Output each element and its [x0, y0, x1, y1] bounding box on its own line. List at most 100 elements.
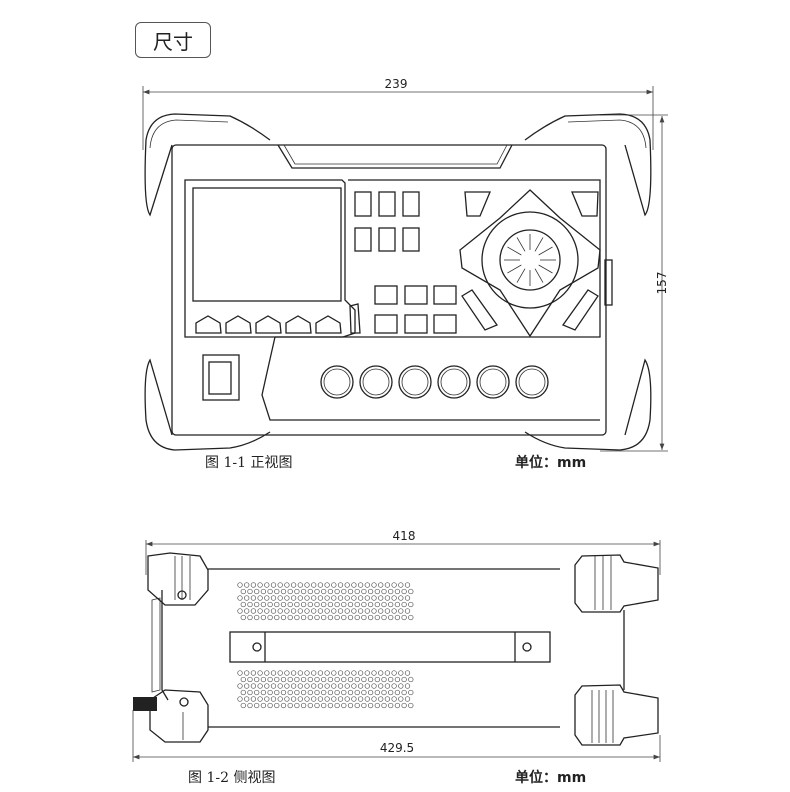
vent-hole	[237, 670, 243, 676]
vent-hole	[244, 608, 250, 614]
vent-hole	[381, 676, 387, 683]
rear-foot-bottom	[574, 684, 659, 746]
vent-hole	[254, 614, 260, 621]
vent-hole	[367, 676, 374, 683]
vent-hole	[300, 601, 307, 608]
vent-hole	[344, 595, 350, 601]
output-panel	[261, 336, 600, 421]
top-handle	[277, 144, 513, 169]
knob-tick	[516, 268, 526, 283]
vent-hole	[324, 608, 330, 614]
vent-hole	[244, 683, 250, 689]
rotary-knob[interactable]	[499, 229, 561, 291]
vent-hole	[267, 614, 273, 621]
vent-hole	[331, 696, 337, 702]
vent-hole	[357, 683, 364, 689]
vent-hole	[404, 582, 411, 588]
vent-hole	[300, 689, 307, 696]
vent-hole	[347, 601, 354, 608]
vent-hole	[290, 582, 297, 588]
bumper-top-right	[524, 113, 652, 217]
ventilation-holes	[237, 582, 414, 709]
vent-hole	[240, 702, 246, 709]
vent-hole	[267, 588, 273, 595]
vent-hole	[250, 608, 257, 614]
vent-hole	[264, 683, 270, 689]
vent-hole	[304, 670, 310, 676]
vent-hole	[254, 702, 260, 709]
vent-hole	[247, 676, 253, 683]
bumper-bottom-right	[524, 358, 652, 451]
screw-icon	[252, 642, 262, 652]
vent-hole	[314, 689, 320, 696]
softkeys	[195, 315, 342, 334]
side-view-unit: 单位：mm	[515, 769, 586, 786]
vent-hole	[297, 582, 303, 588]
front-bumper-top	[147, 552, 209, 606]
vent-hole	[317, 595, 324, 601]
vent-hole	[307, 601, 313, 608]
vent-hole	[294, 689, 300, 696]
vent-hole	[240, 614, 246, 621]
vent-hole	[408, 588, 414, 595]
knob-tick	[538, 264, 553, 274]
vent-hole	[240, 601, 246, 608]
vent-hole	[354, 588, 360, 595]
front-bumper-bottom	[149, 689, 209, 743]
vent-hole	[311, 683, 317, 689]
vent-hole	[287, 588, 293, 595]
vent-hole	[237, 696, 243, 702]
vent-hole	[378, 582, 384, 588]
vent-hole	[401, 702, 407, 709]
vent-hole	[264, 670, 270, 676]
vent-hole	[240, 676, 246, 683]
vent-hole	[250, 670, 257, 676]
vent-hole	[384, 696, 391, 702]
vent-hole	[398, 608, 404, 614]
vent-hole	[267, 702, 273, 709]
vent-hole	[391, 670, 397, 676]
vent-hole	[250, 582, 257, 588]
power-cord	[133, 697, 157, 711]
vent-hole	[334, 588, 340, 595]
vent-hole	[290, 608, 297, 614]
width-dimension-label: 239	[385, 77, 408, 91]
vent-hole	[378, 608, 384, 614]
vent-hole	[364, 582, 370, 588]
vent-hole	[294, 702, 300, 709]
vent-hole	[304, 582, 310, 588]
vent-hole	[381, 614, 387, 621]
vent-hole	[284, 696, 290, 702]
vent-hole	[391, 696, 397, 702]
vent-hole	[374, 702, 380, 709]
knob-tick	[516, 237, 526, 252]
vent-hole	[247, 614, 253, 621]
vent-hole	[374, 614, 380, 621]
screw-icon	[522, 642, 532, 652]
vent-hole	[337, 595, 344, 601]
vent-hole	[337, 670, 344, 676]
knob-tick	[507, 246, 522, 256]
vent-hole	[260, 614, 267, 621]
vent-hole	[391, 582, 397, 588]
vent-hole	[408, 689, 414, 696]
vent-hole	[240, 689, 246, 696]
vent-hole	[334, 702, 340, 709]
vent-hole	[408, 614, 414, 621]
vent-hole	[317, 683, 324, 689]
vent-hole	[237, 582, 243, 588]
vent-hole	[277, 582, 283, 588]
vent-hole	[388, 588, 394, 595]
vent-hole	[290, 683, 297, 689]
vent-hole	[260, 588, 267, 595]
vent-hole	[280, 614, 287, 621]
vent-hole	[294, 676, 300, 683]
vent-hole	[384, 670, 391, 676]
vent-hole	[408, 702, 414, 709]
vent-hole	[247, 689, 253, 696]
vent-hole	[381, 588, 387, 595]
vent-hole	[354, 702, 360, 709]
vent-hole	[361, 601, 367, 608]
vent-hole	[317, 582, 324, 588]
vent-hole	[247, 588, 253, 595]
